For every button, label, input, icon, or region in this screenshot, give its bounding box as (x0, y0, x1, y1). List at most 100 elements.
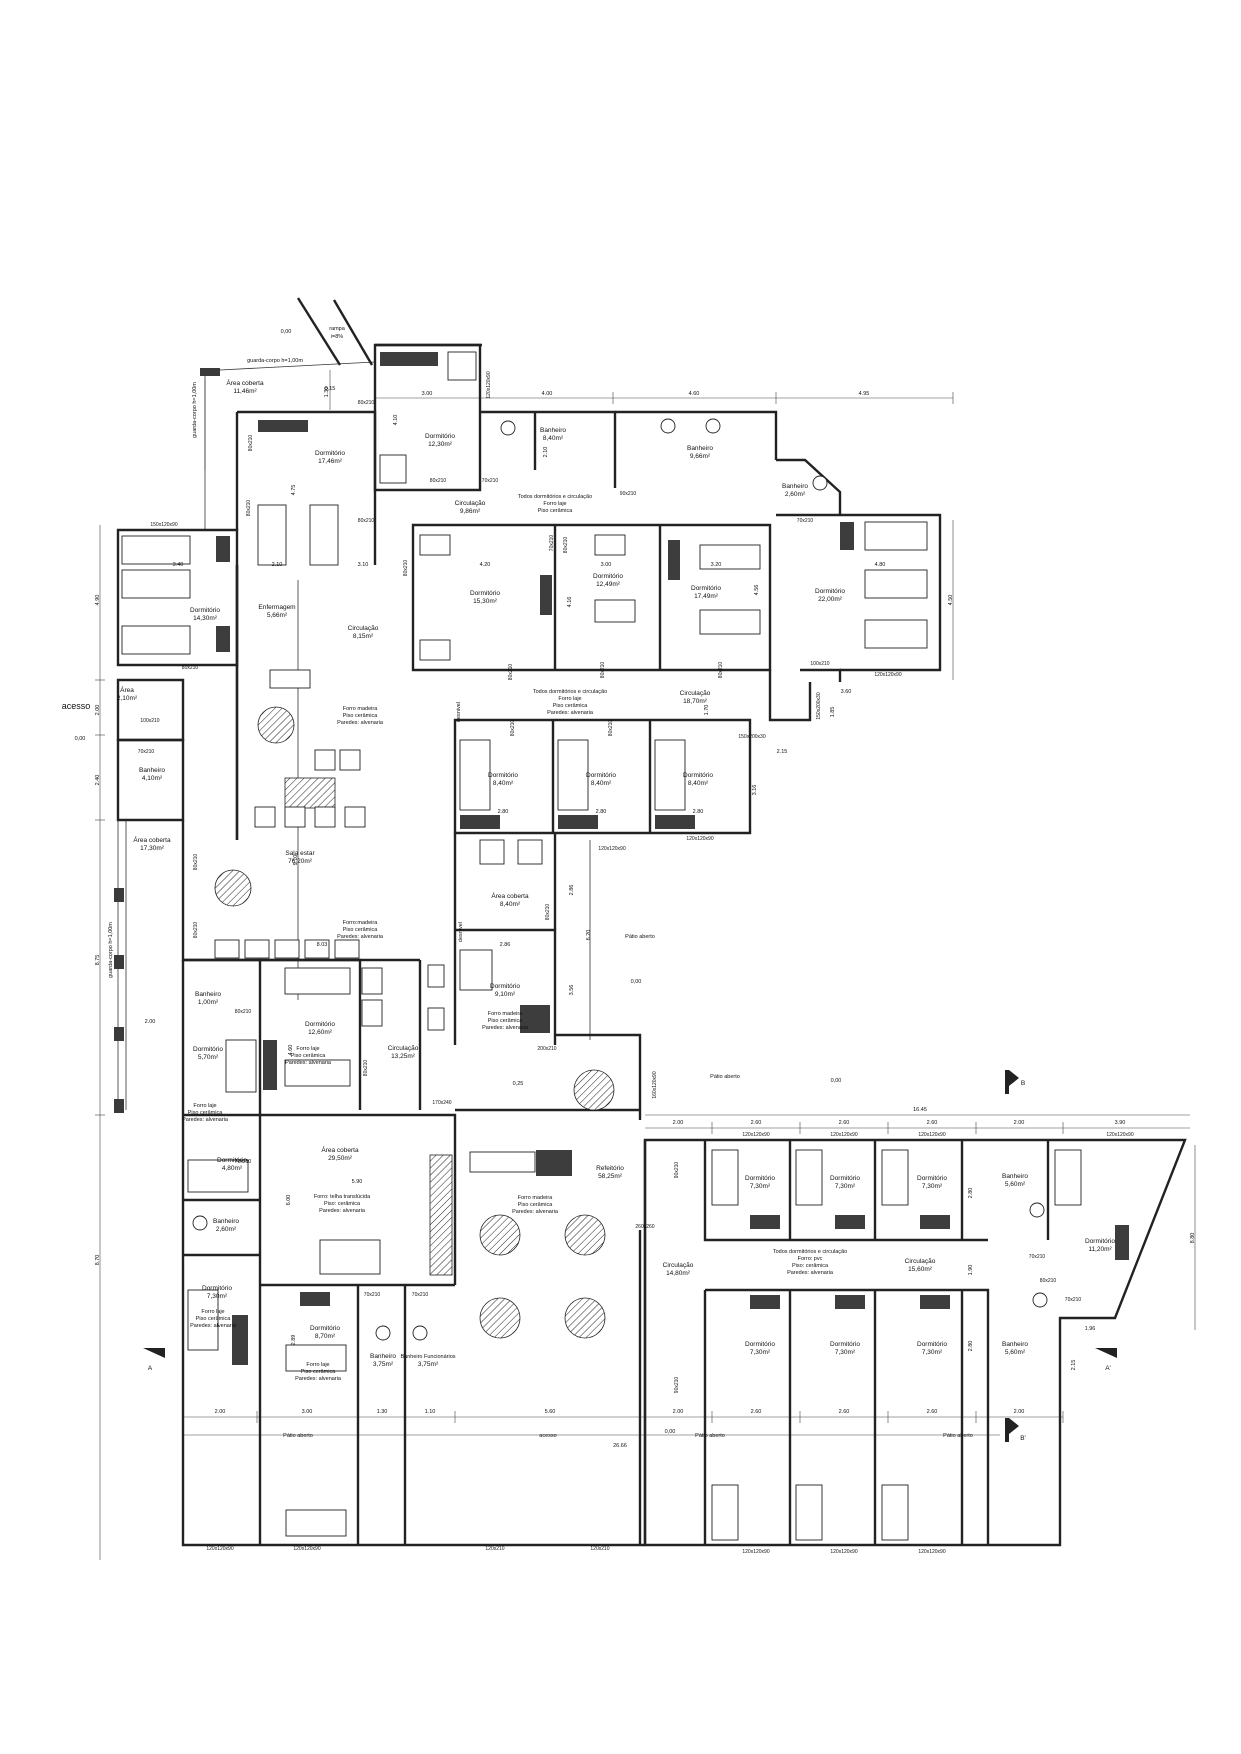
svg-text:80x210: 80x210 (563, 537, 569, 554)
svg-text:120x120x90: 120x120x90 (598, 846, 625, 852)
note-line: Todos dormitórios e circulação (533, 689, 607, 695)
svg-text:17,46m²: 17,46m² (318, 458, 343, 465)
svg-text:Circulação: Circulação (680, 690, 711, 697)
ramp-slope: i=8% (331, 334, 343, 340)
svg-text:Dormitório: Dormitório (305, 1021, 335, 1028)
svg-text:90x210: 90x210 (674, 1377, 680, 1394)
svg-text:Dormitório: Dormitório (490, 983, 520, 990)
svg-text:80x210: 80x210 (246, 500, 252, 517)
svg-text:Dormitório: Dormitório (917, 1341, 947, 1348)
level-a: 0,00 (281, 329, 292, 335)
patio-2: Pátio aberto (710, 1074, 740, 1080)
note-line: Piso: cerâmica (324, 1201, 361, 1207)
svg-text:22,00m²: 22,00m² (818, 596, 843, 603)
svg-text:Dormitório: Dormitório (1085, 1238, 1115, 1245)
svg-text:3.56: 3.56 (569, 985, 575, 996)
svg-text:70x210: 70x210 (1029, 1254, 1046, 1260)
svg-text:4.60: 4.60 (689, 391, 700, 397)
svg-text:5.60: 5.60 (545, 1409, 556, 1415)
svg-text:Banheiro: Banheiro (370, 1353, 396, 1360)
svg-text:150x120x90: 150x120x90 (150, 522, 177, 528)
svg-text:Banheiro: Banheiro (540, 427, 566, 434)
svg-text:11,46m²: 11,46m² (233, 388, 257, 395)
walls (114, 297, 1187, 1547)
note-line: Forro madeira (343, 706, 378, 712)
svg-text:80x210: 80x210 (248, 435, 254, 452)
note-line: Forro madeira (518, 1195, 553, 1201)
svg-text:Dormitório: Dormitório (425, 433, 455, 440)
note-line: Forro: pvc (798, 1256, 823, 1262)
svg-text:5.90: 5.90 (352, 1179, 363, 1185)
svg-text:5,70m²: 5,70m² (198, 1054, 219, 1061)
section-b2: B' (1020, 1435, 1026, 1442)
note-line: Forro: telha translúcida (314, 1194, 371, 1200)
svg-text:Dormitório: Dormitório (593, 573, 623, 580)
svg-text:Circulação: Circulação (663, 1262, 694, 1269)
svg-text:4.80: 4.80 (875, 562, 886, 568)
svg-text:3.00: 3.00 (422, 391, 433, 397)
svg-text:8.80: 8.80 (1190, 1233, 1196, 1244)
note-line: Forro laje (193, 1103, 216, 1109)
note-line: Forro laje (543, 501, 566, 507)
svg-text:80x210: 80x210 (235, 1009, 252, 1015)
svg-text:8,40m²: 8,40m² (493, 780, 514, 787)
note-line: Forro laje (306, 1362, 329, 1368)
svg-text:120x120x90: 120x120x90 (874, 672, 901, 678)
section-b: B (1021, 1080, 1025, 1087)
svg-text:Dormitório: Dormitório (830, 1341, 860, 1348)
level-c: 0,00 (631, 979, 642, 985)
svg-text:3,75m²: 3,75m² (373, 1361, 394, 1368)
access-bottom: acesso (539, 1433, 556, 1439)
svg-text:2.80: 2.80 (693, 809, 704, 815)
svg-text:3.40: 3.40 (173, 562, 184, 568)
svg-text:80x210: 80x210 (358, 400, 375, 406)
note-line: Piso cerâmica (291, 1053, 326, 1059)
svg-text:80x210: 80x210 (1040, 1278, 1057, 1284)
svg-text:70x210: 70x210 (138, 749, 155, 755)
svg-text:17,30m²: 17,30m² (140, 845, 165, 852)
note-line: Paredes: alvenaria (482, 1025, 529, 1031)
svg-text:4.95: 4.95 (859, 391, 870, 397)
svg-text:120x120x90: 120x120x90 (918, 1132, 945, 1138)
svg-text:120x120x90: 120x120x90 (742, 1132, 769, 1138)
svg-text:120x120x90: 120x120x90 (742, 1549, 769, 1555)
svg-text:2.89: 2.89 (291, 1335, 297, 1346)
svg-text:1.90: 1.90 (968, 1265, 974, 1276)
svg-text:150x200x30: 150x200x30 (738, 734, 765, 740)
svg-text:4.60: 4.60 (288, 1045, 294, 1056)
svg-text:2.15: 2.15 (1071, 1360, 1077, 1371)
furniture (121, 351, 1129, 1541)
svg-text:2.80: 2.80 (968, 1188, 974, 1199)
svg-text:7,30m²: 7,30m² (922, 1349, 943, 1356)
svg-text:Dormitório: Dormitório (745, 1175, 775, 1182)
svg-text:120x120x90: 120x120x90 (293, 1546, 320, 1552)
svg-text:80x210: 80x210 (510, 720, 516, 737)
svg-text:18,70m²: 18,70m² (683, 698, 708, 705)
svg-text:2.80: 2.80 (596, 809, 607, 815)
svg-text:Área coberta: Área coberta (133, 835, 171, 844)
svg-text:8,70m²: 8,70m² (315, 1333, 336, 1340)
guardrail-top: guarda-corpo h=1,00m (247, 358, 303, 364)
dimension-labels: 3.00 4.00 4.60 4.95 1.30 4.10 2.10 4.75 … (95, 387, 1196, 1449)
annotations: rampa i=8% guarda-corpo h=1,00m guarda-c… (62, 326, 1111, 1442)
